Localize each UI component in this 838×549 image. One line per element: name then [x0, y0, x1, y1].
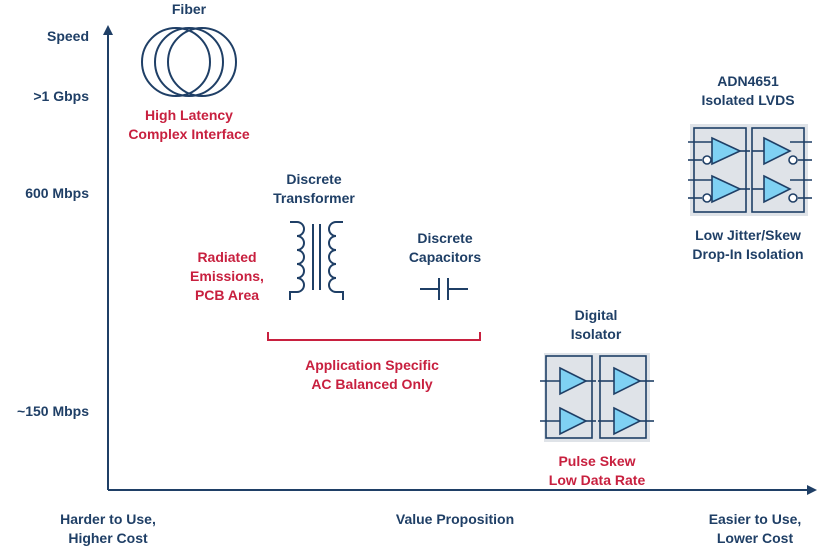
lvds-note: Low Jitter/Skew: [695, 227, 801, 243]
x-axis-left-label: Higher Cost: [68, 530, 148, 546]
fiber-label: Fiber: [172, 1, 207, 17]
digital-isolator-label: Digital: [575, 307, 618, 323]
lvds-chip-icon: [688, 124, 812, 216]
digital-isolator-label: Isolator: [571, 326, 622, 342]
y-tick-label: ~150 Mbps: [17, 403, 89, 419]
lvds-label: Isolated LVDS: [701, 92, 794, 108]
application-note: Application Specific: [305, 357, 439, 373]
capacitor-icon: [420, 278, 468, 300]
y-tick-label: >1 Gbps: [33, 88, 89, 104]
digital-isolator-chip-icon: [540, 353, 654, 442]
capacitors-label: Discrete: [417, 230, 472, 246]
x-axis-left-label: Harder to Use,: [60, 511, 156, 527]
transformer-label: Transformer: [273, 190, 355, 206]
y-axis-title: Speed: [47, 28, 89, 44]
transformer-note: Emissions,: [190, 268, 264, 284]
fiber-note: High Latency: [145, 107, 233, 123]
x-axis-right-label: Lower Cost: [717, 530, 794, 546]
transformer-label: Discrete: [286, 171, 341, 187]
transformer-note: PCB Area: [195, 287, 259, 303]
fiber-note: Complex Interface: [128, 126, 250, 142]
lvds-label: ADN4651: [717, 73, 779, 89]
y-tick-label: 600 Mbps: [25, 185, 89, 201]
fiber-coil-icon: [141, 27, 237, 97]
application-note: AC Balanced Only: [311, 376, 433, 392]
application-bracket: [267, 332, 481, 341]
x-axis-right-label: Easier to Use,: [709, 511, 802, 527]
x-axis-title: Value Proposition: [396, 511, 514, 527]
lvds-note: Drop-In Isolation: [692, 246, 803, 262]
transformer-icon: [289, 221, 344, 300]
transformer-note: Radiated: [197, 249, 256, 265]
digital-isolator-note: Pulse Skew: [558, 453, 635, 469]
capacitors-label: Capacitors: [409, 249, 482, 265]
digital-isolator-note: Low Data Rate: [549, 472, 646, 488]
